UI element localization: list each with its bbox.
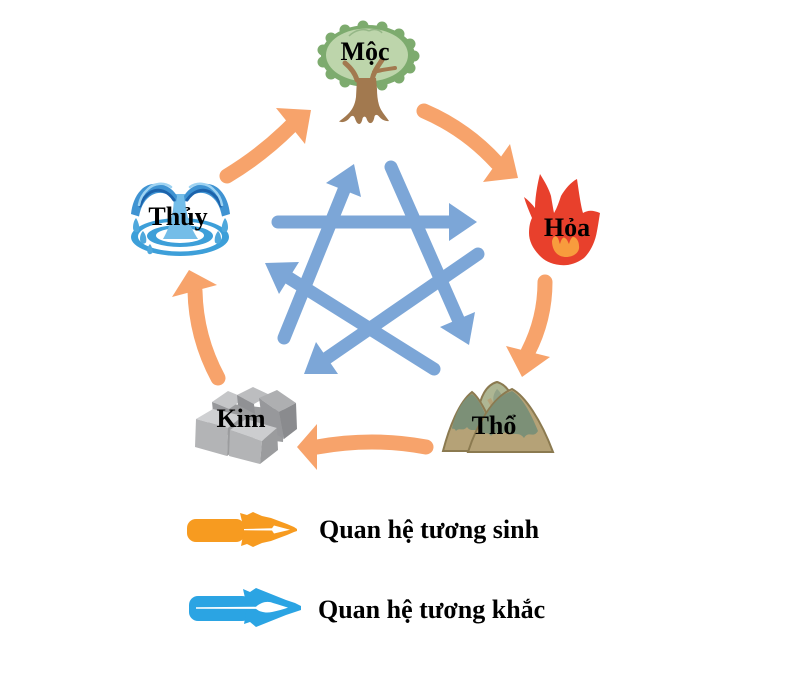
svg-text:Quan hệ tương sinh: Quan hệ tương sinh	[319, 515, 540, 544]
svg-text:Kim: Kim	[216, 404, 265, 433]
svg-text:Hỏa: Hỏa	[544, 213, 590, 242]
svg-text:Quan hệ tương khắc: Quan hệ tương khắc	[318, 595, 545, 624]
svg-text:Mộc: Mộc	[340, 37, 389, 66]
svg-text:Thủy: Thủy	[148, 202, 207, 231]
svg-text:Thổ: Thổ	[472, 411, 517, 440]
